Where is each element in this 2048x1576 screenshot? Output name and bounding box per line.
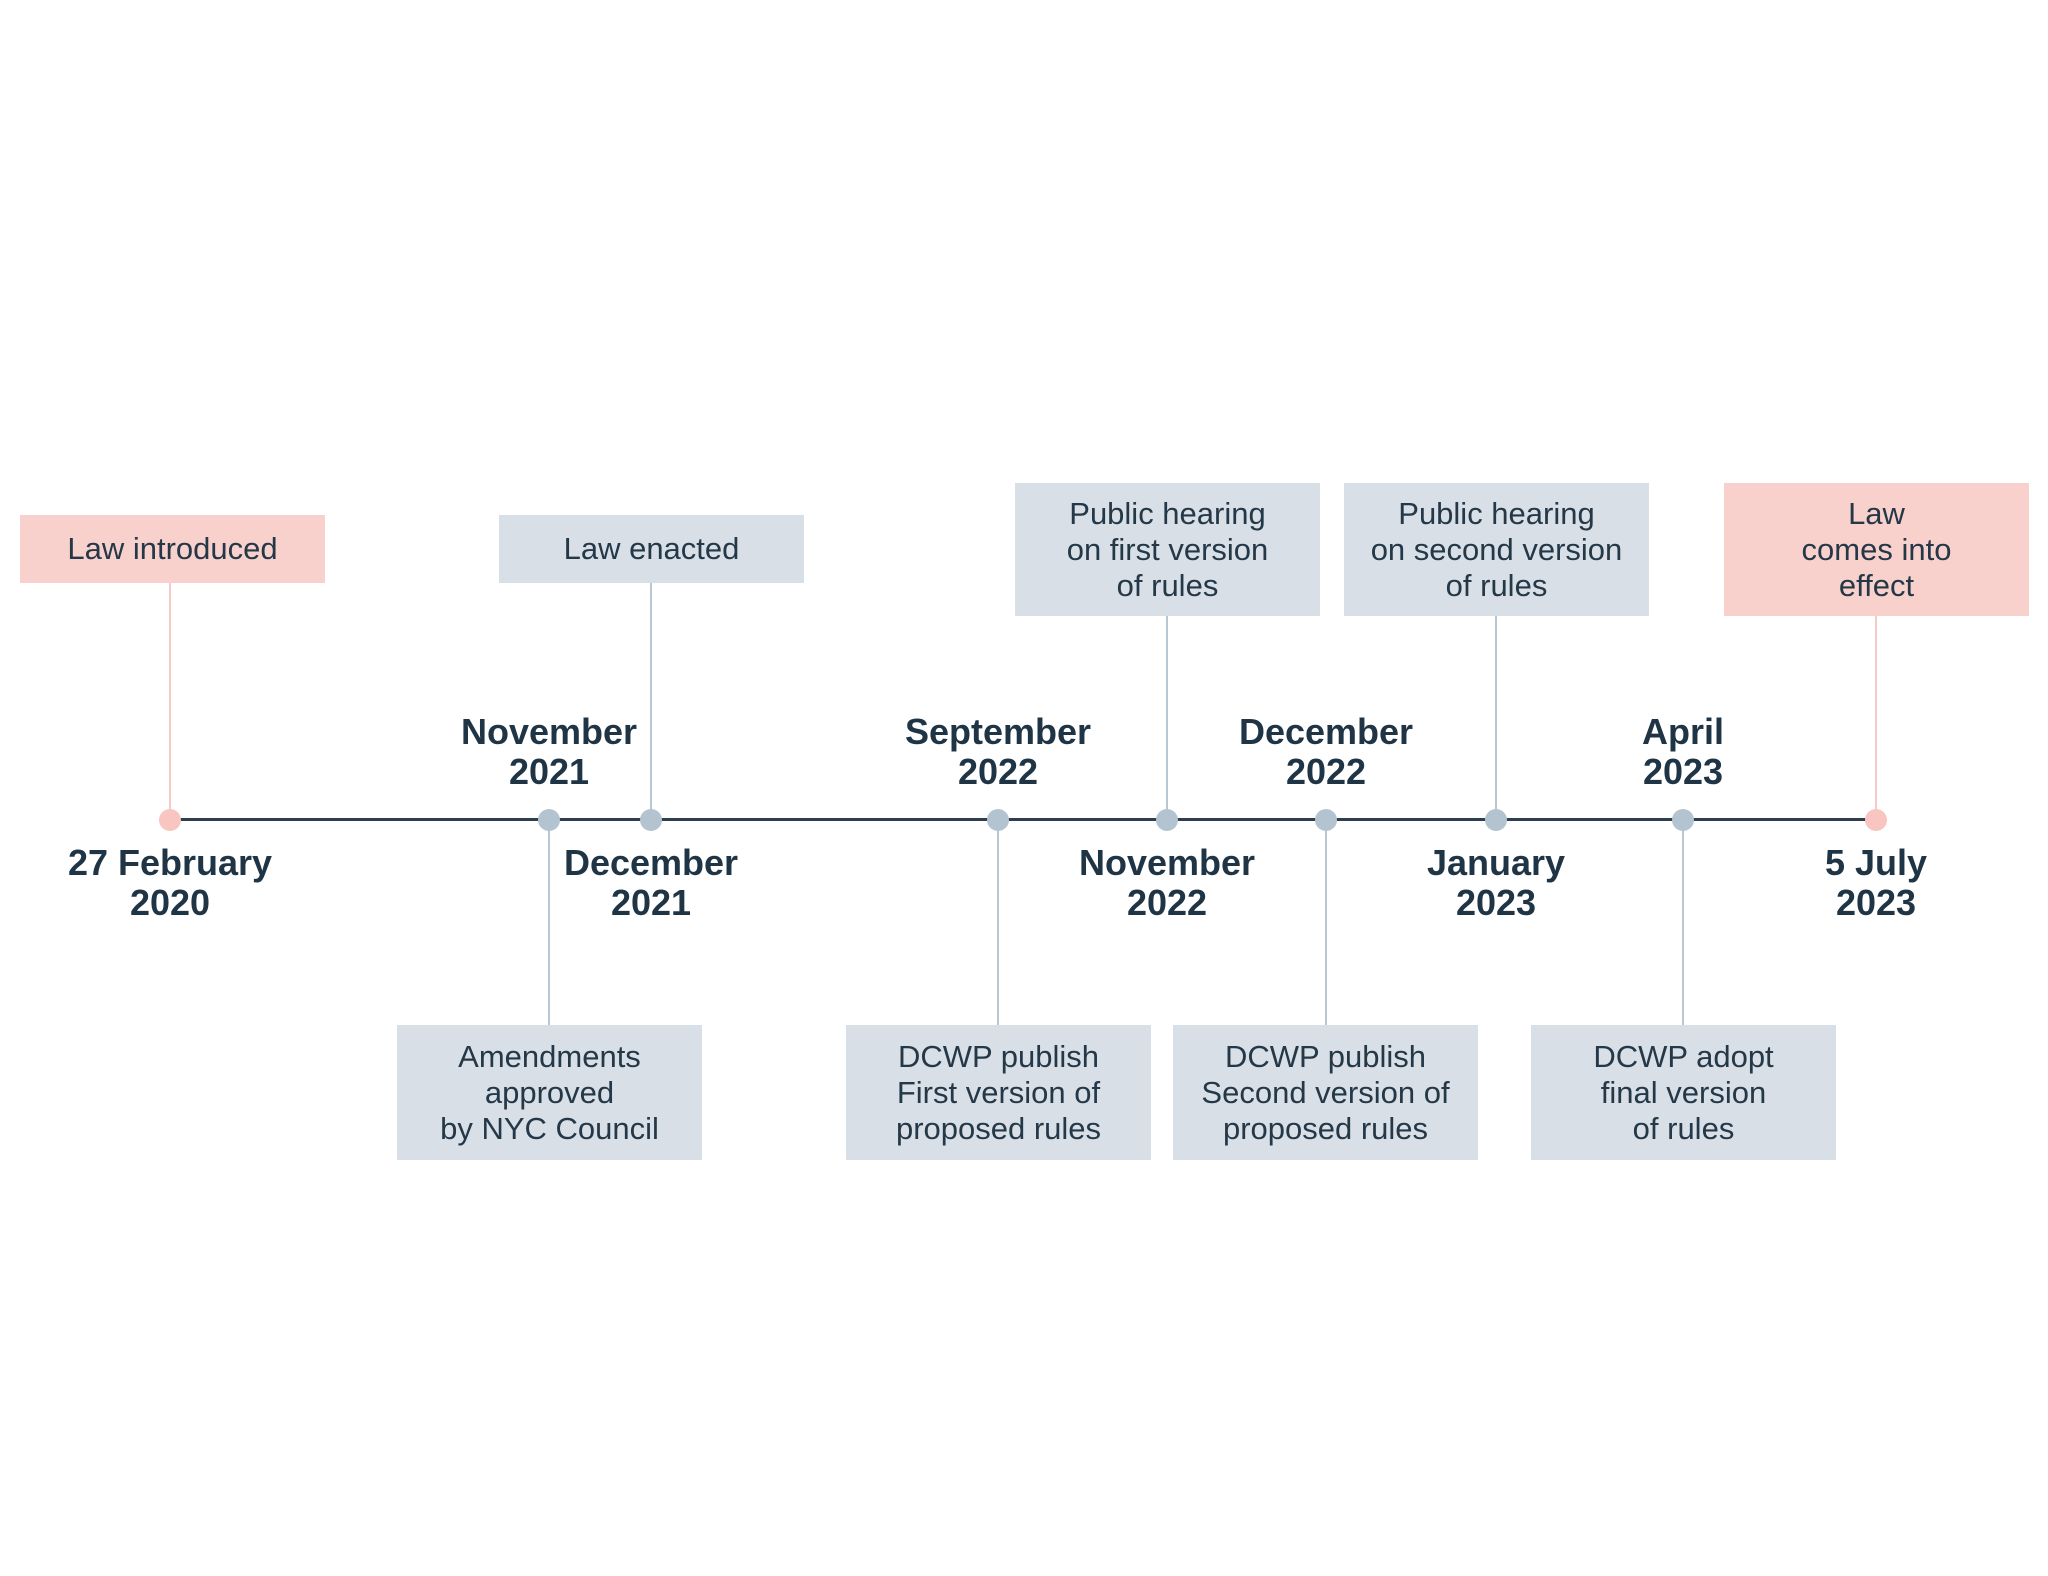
event-date-line: January — [1426, 842, 1566, 883]
event-label-line: First version of — [896, 1074, 1101, 1110]
event-date: April 2023 — [1523, 712, 1843, 792]
event-date: November 2022 — [1007, 843, 1327, 923]
event-label-line: effect — [1838, 567, 1915, 603]
event-label-line: proposed rules — [895, 1110, 1102, 1146]
event-date: January 2023 — [1336, 843, 1656, 923]
event-date-line: December — [563, 842, 739, 883]
event-label-box: Law enacted — [499, 515, 804, 583]
event-label-box: DCWP publish Second version of proposed … — [1173, 1025, 1478, 1160]
event-label-line: DCWP publish — [897, 1038, 1099, 1074]
event-date-line: December — [1238, 711, 1414, 752]
event-label-line: by NYC Council — [440, 1110, 659, 1146]
event-label-line: Second version of — [1201, 1074, 1450, 1110]
event-label-line: proposed rules — [1222, 1110, 1429, 1146]
timeline-dot — [1672, 809, 1694, 831]
event-date-line: 2023 — [1455, 882, 1537, 923]
event-date-line: November — [460, 711, 638, 752]
timeline-dot — [1865, 809, 1887, 831]
event-date-line: 2022 — [1126, 882, 1208, 923]
event-label-box: Amendments approved by NYC Council — [397, 1025, 702, 1160]
event-label-line: on first version — [1066, 531, 1269, 567]
event-label-line: final version — [1600, 1074, 1767, 1110]
event-date-line: 2022 — [957, 751, 1039, 792]
event-label-line: on second version — [1370, 531, 1623, 567]
connector-line — [997, 820, 999, 1025]
event-date-line: November — [1078, 842, 1256, 883]
event-label-line: DCWP adopt — [1593, 1038, 1774, 1074]
timeline-dot — [640, 809, 662, 831]
connector-line — [1325, 820, 1327, 1025]
event-label-line: Public hearing — [1069, 495, 1266, 531]
event-label-box: Law introduced — [20, 515, 325, 583]
event-date-line: 27 February — [67, 842, 273, 883]
event-date-line: 5 July — [1824, 842, 1928, 883]
event-label-line: approved — [484, 1074, 615, 1110]
event-date-line: September — [904, 711, 1092, 752]
event-date-line: 2023 — [1835, 882, 1917, 923]
event-date-line: 2021 — [508, 751, 590, 792]
timeline-dot — [159, 809, 181, 831]
event-label-line: of rules — [1445, 567, 1548, 603]
event-date: December 2021 — [491, 843, 811, 923]
connector-line — [1166, 616, 1168, 820]
event-label-box: DCWP publish First version of proposed r… — [846, 1025, 1151, 1160]
event-date: December 2022 — [1166, 712, 1486, 792]
event-label-line: Amendments — [458, 1038, 641, 1074]
connector-line — [169, 583, 171, 820]
event-label-line: Public hearing — [1398, 495, 1595, 531]
event-date: 27 February 2020 — [10, 843, 330, 923]
event-date: 5 July 2023 — [1716, 843, 2036, 923]
connector-line — [548, 820, 550, 1025]
timeline-axis — [170, 818, 1877, 821]
event-date-line: 2021 — [610, 882, 692, 923]
connector-line — [1682, 820, 1684, 1025]
event-label-line: Law — [1848, 495, 1905, 531]
event-date-line: 2020 — [129, 882, 211, 923]
event-label-line: comes into — [1801, 531, 1952, 567]
connector-line — [1495, 616, 1497, 820]
event-label-line: of rules — [1116, 567, 1219, 603]
event-date-line: 2023 — [1642, 751, 1724, 792]
timeline-dot — [1156, 809, 1178, 831]
event-label-box: DCWP adopt final version of rules — [1531, 1025, 1836, 1160]
connector-line — [1875, 616, 1877, 820]
event-label-line: DCWP publish — [1224, 1038, 1426, 1074]
event-label-box: Public hearing on first version of rules — [1015, 483, 1320, 616]
event-date-line: April — [1641, 711, 1724, 752]
event-date: September 2022 — [838, 712, 1158, 792]
timeline-dot — [987, 809, 1009, 831]
event-label-line: Law enacted — [563, 531, 740, 566]
event-label-line: Law introduced — [67, 531, 278, 566]
event-label-box: Law comes into effect — [1724, 483, 2029, 616]
event-label-box: Public hearing on second version of rule… — [1344, 483, 1649, 616]
timeline-dot — [1315, 809, 1337, 831]
timeline-dot — [1485, 809, 1507, 831]
event-date-line: 2022 — [1285, 751, 1367, 792]
event-date: November 2021 — [389, 712, 709, 792]
event-label-line: of rules — [1632, 1110, 1735, 1146]
connector-line — [650, 583, 652, 820]
timeline-dot — [538, 809, 560, 831]
